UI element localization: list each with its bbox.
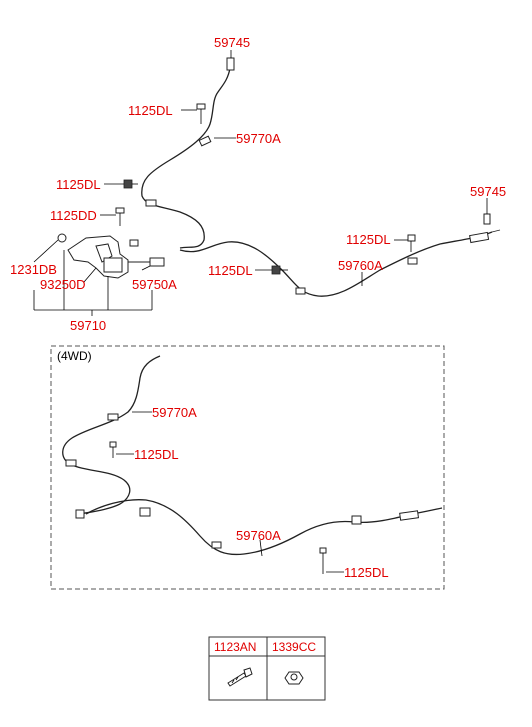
label-1125dl-left: 1125DL bbox=[56, 177, 101, 192]
clip-59745-right bbox=[483, 213, 491, 225]
label-59745-top: 59745 bbox=[214, 35, 250, 50]
cable-bracket bbox=[211, 541, 222, 549]
label-1125dl-mid: 1125DL bbox=[208, 263, 253, 278]
label-59745-right: 59745 bbox=[470, 184, 506, 199]
cable-59770a bbox=[141, 57, 235, 249]
label-1125dl-4wd-a: 1125DL bbox=[134, 447, 179, 462]
cable-bracket bbox=[65, 459, 77, 467]
leader-lines-4wd bbox=[116, 411, 344, 573]
cable-bracket bbox=[107, 413, 119, 421]
equalizer-59750a bbox=[149, 257, 165, 267]
pin-1231db bbox=[57, 233, 67, 243]
cable-end-fitting bbox=[399, 510, 420, 521]
label-59770a-4wd: 59770A bbox=[152, 405, 197, 420]
label-59750a: 59750A bbox=[132, 277, 177, 292]
parts-legend-table: 1123AN 1339CC bbox=[208, 636, 326, 701]
bolt-1125dd bbox=[115, 207, 125, 226]
section-4wd-frame bbox=[50, 345, 445, 590]
label-93250d: 93250D bbox=[40, 277, 86, 292]
label-59710: 59710 bbox=[70, 318, 106, 333]
bolt-icon bbox=[227, 667, 253, 687]
label-59770a-top: 59770A bbox=[236, 131, 281, 146]
nut-icon bbox=[284, 671, 304, 685]
label-1125dl-top: 1125DL bbox=[128, 103, 173, 118]
clip-59745-top bbox=[226, 57, 235, 71]
cable-bracket bbox=[198, 135, 212, 147]
table-header-1339cc: 1339CC bbox=[272, 640, 316, 654]
label-section-4wd: (4WD) bbox=[57, 349, 92, 363]
cable-bracket bbox=[295, 287, 306, 295]
cable-bracket bbox=[407, 257, 418, 265]
cable-end-fitting bbox=[75, 509, 85, 519]
table-header-1123an: 1123AN bbox=[214, 640, 256, 654]
label-1125dl-4wd-b: 1125DL bbox=[344, 565, 389, 580]
label-1125dd: 1125DD bbox=[50, 208, 97, 223]
cable-bracket bbox=[139, 507, 151, 517]
cable-59770a-4wd bbox=[62, 355, 161, 519]
bolt-1125dl-left bbox=[123, 179, 138, 189]
parking-brake-lever-assembly bbox=[57, 233, 165, 279]
bolt-1125dl-4wd-a bbox=[109, 441, 117, 458]
label-59760a-4wd: 59760A bbox=[236, 528, 281, 543]
cable-bracket bbox=[145, 199, 157, 207]
label-59760a-top: 59760A bbox=[338, 258, 383, 273]
label-1231db: 1231DB bbox=[10, 262, 57, 277]
cable-59760a bbox=[179, 213, 501, 297]
bolt-1125dl-top bbox=[196, 103, 206, 124]
cable-end-fitting bbox=[469, 231, 490, 244]
cable-bracket bbox=[351, 515, 362, 525]
leader-lines bbox=[33, 50, 488, 316]
cable-59760a-4wd bbox=[85, 499, 443, 556]
bolt-1125dl-right bbox=[407, 234, 416, 252]
label-1125dl-right: 1125DL bbox=[346, 232, 391, 247]
bolt-1125dl-4wd-b bbox=[319, 547, 327, 574]
